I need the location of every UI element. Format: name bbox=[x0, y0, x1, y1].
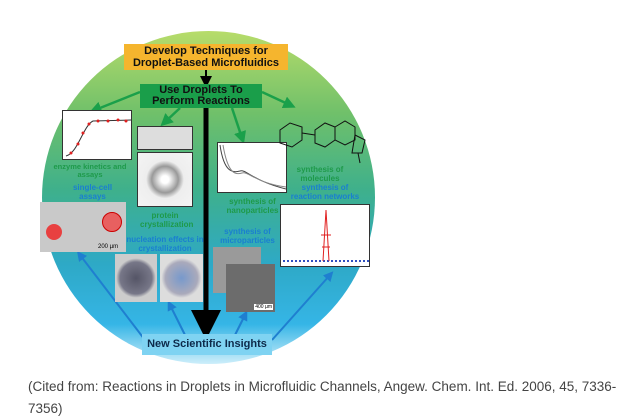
arrow-protein bbox=[160, 107, 181, 127]
arrow-enzyme bbox=[89, 90, 141, 114]
label-networks: synthesis of reaction networks bbox=[290, 183, 360, 201]
label-single-cell: single-cell assays bbox=[72, 183, 113, 201]
use-droplets-box: Use Droplets To Perform Reactions bbox=[140, 84, 262, 108]
scale-bar-sem: 400 µm bbox=[254, 304, 273, 310]
diffraction-pattern-image bbox=[137, 152, 193, 207]
arrow-insight-microparticles bbox=[234, 310, 248, 336]
arrow-insight-nucleation bbox=[167, 300, 186, 336]
arrow-insight-networks bbox=[271, 271, 334, 341]
label-nucleation: nucleation effects in crystallization bbox=[126, 235, 204, 253]
arrow-molecules bbox=[261, 90, 296, 109]
label-protein: protein crystallization bbox=[140, 211, 194, 229]
label-enzyme: enzyme kinetics and assays bbox=[53, 162, 127, 179]
crystal-channel-image bbox=[137, 126, 193, 150]
arrows bbox=[76, 70, 334, 341]
scale-bar-cells: 200 µm bbox=[98, 244, 119, 250]
enzyme-kinetics-plot bbox=[62, 110, 132, 160]
develop-techniques-box: Develop Techniques for Droplet-Based Mic… bbox=[124, 44, 288, 70]
molecule-structure bbox=[279, 120, 366, 164]
figure: Develop Techniques for Droplet-Based Mic… bbox=[40, 31, 375, 364]
new-insights-box: New Scientific Insights bbox=[142, 334, 272, 355]
arrow-nanoparticles bbox=[230, 107, 246, 144]
nucleation-droplet-image bbox=[160, 254, 203, 302]
arrow-insight-cells bbox=[76, 251, 146, 341]
label-microparticles: synthesis of microparticles bbox=[220, 227, 275, 245]
label-nanoparticles: synthesis of nanoparticles bbox=[226, 197, 279, 215]
cell-droplet bbox=[102, 212, 122, 232]
citation-caption: (Cited from: Reactions in Droplets in Mi… bbox=[28, 379, 617, 416]
label-molecules: synthesis of molecules bbox=[296, 165, 344, 183]
nucleation-droplet-image bbox=[115, 254, 157, 302]
single-cell-image: 200 µm bbox=[40, 202, 126, 252]
sem-rods-image: 400 µm bbox=[226, 264, 275, 312]
nanoparticle-spectrum-plot bbox=[217, 142, 287, 193]
cell-droplet bbox=[46, 224, 62, 240]
reaction-network-plot bbox=[280, 204, 370, 267]
